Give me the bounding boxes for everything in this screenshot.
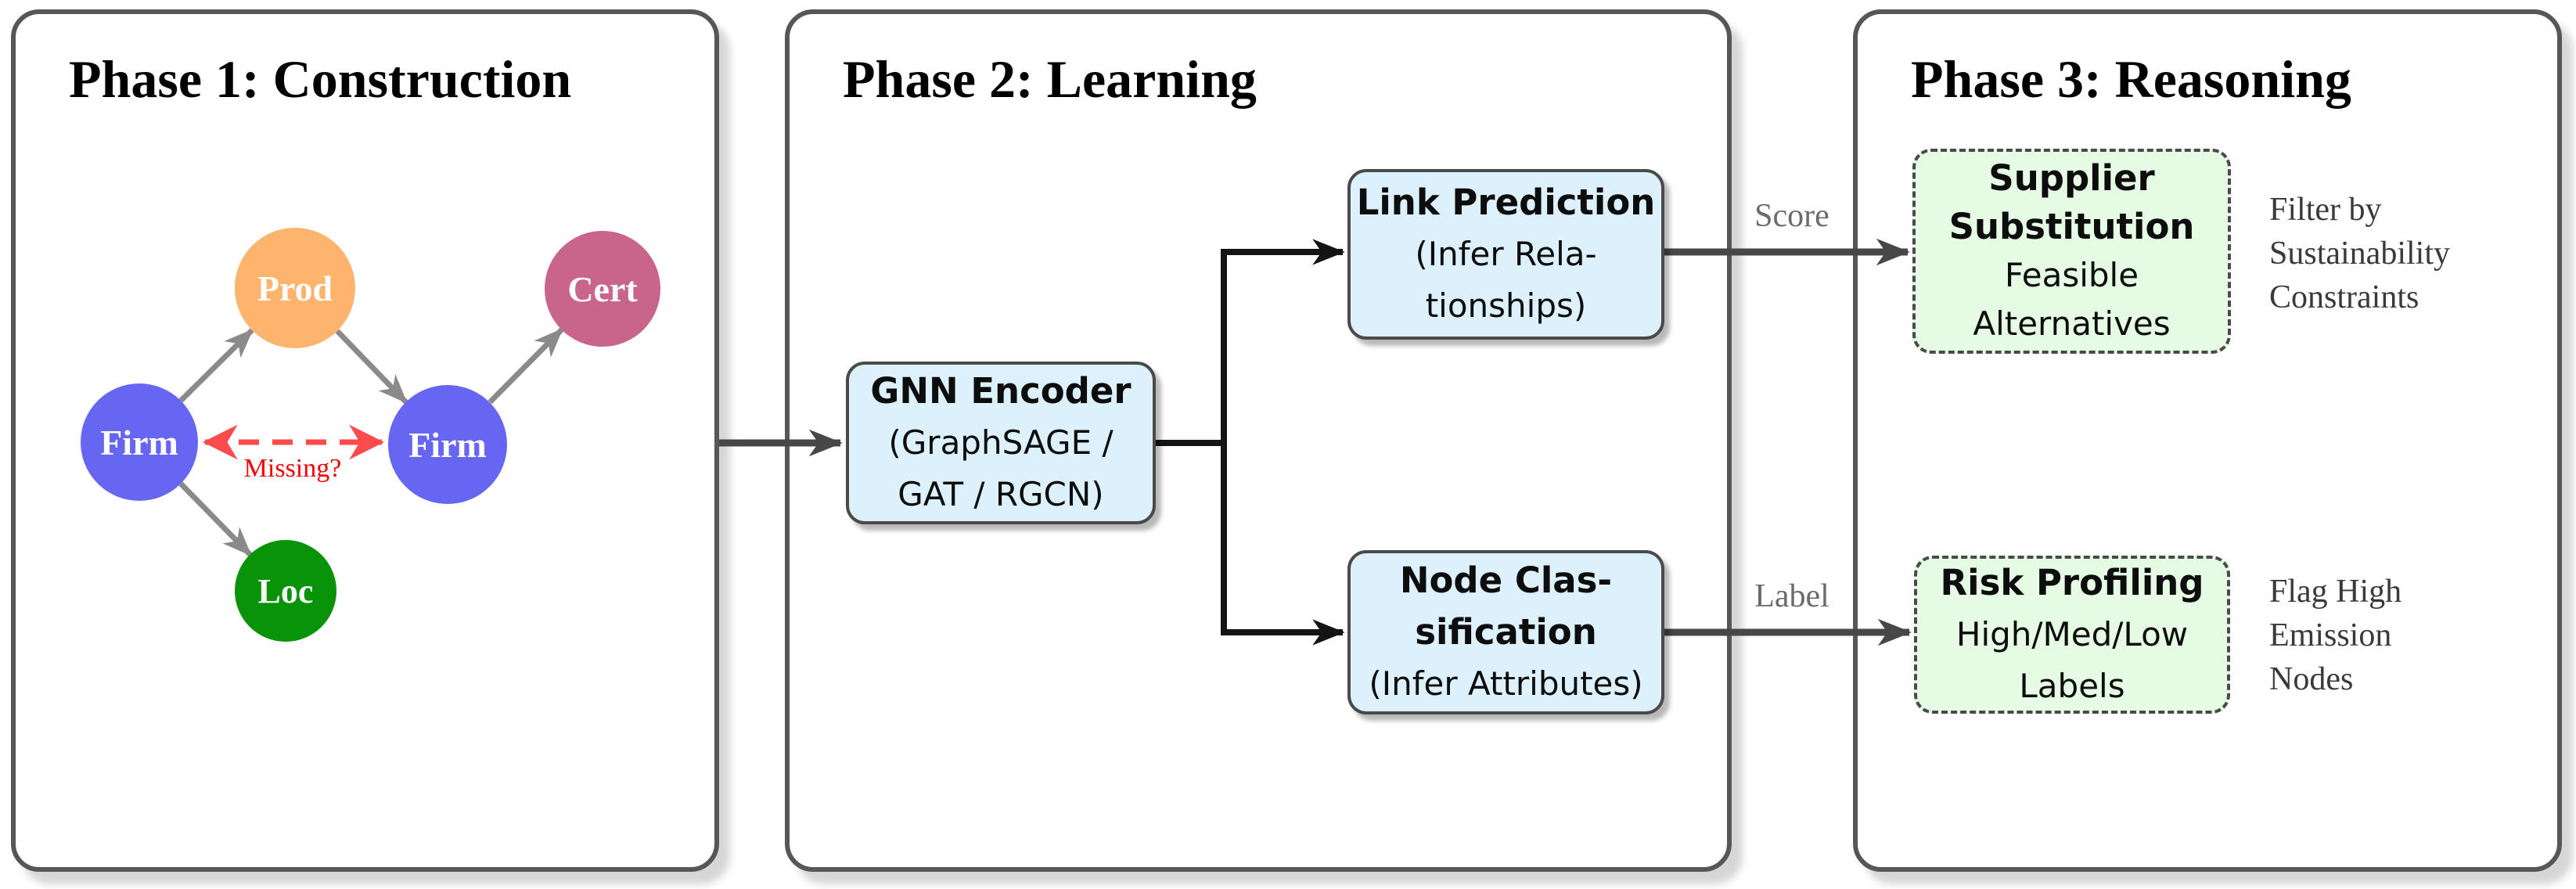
gnn-encoder-line2: (GraphSAGE / (888, 423, 1114, 462)
risk-profiling-line2: High/Med/Low (1955, 615, 2189, 653)
node-firm-right: Firm (388, 385, 507, 504)
risk-profiling-box: Risk Profiling High/Med/Low Labels (1914, 556, 2230, 714)
supplier-substitution-title1: Supplier (1988, 157, 2155, 199)
node-classification-line3: (Infer Attributes) (1369, 664, 1643, 703)
node-firm-left-label: Firm (100, 422, 178, 462)
phase3-title: Phase 3: Reasoning (1911, 49, 2351, 109)
risk-profiling-title: Risk Profiling (1940, 562, 2204, 603)
link-prediction-title: Link Prediction (1356, 182, 1656, 223)
node-prod-label: Prod (257, 268, 333, 308)
phase2-title: Phase 2: Learning (843, 49, 1257, 109)
node-firm-right-label: Firm (408, 424, 487, 465)
label-edge-label: Label (1754, 578, 1829, 614)
node-cert: Cert (545, 231, 660, 347)
supplier-substitution-line3: Feasible (2004, 256, 2139, 294)
node-loc: Loc (235, 540, 336, 642)
risk-profiling-line3: Labels (2019, 667, 2125, 705)
gnn-encoder-title: GNN Encoder (870, 370, 1131, 412)
supplier-substitution-line4: Alternatives (1973, 304, 2171, 343)
node-cert-label: Cert (567, 268, 638, 309)
phase1-title: Phase 1: Construction (69, 49, 572, 109)
score-edge-label: Score (1754, 198, 1829, 234)
node-classification-box: Node Clas- sification (Infer Attributes) (1347, 550, 1664, 714)
supplier-substitution-title2: Substitution (1948, 206, 2195, 247)
risk-note: Flag High Emission Nodes (2269, 570, 2527, 701)
supplier-substitution-box: Supplier Substitution Feasible Alternati… (1912, 149, 2231, 354)
node-classification-title2: sification (1415, 611, 1597, 653)
node-loc-label: Loc (257, 571, 314, 610)
link-prediction-line2: (Infer Rela- (1415, 235, 1597, 273)
missing-edge-label: Missing? (243, 454, 342, 483)
risk-note-line2: Emission (2269, 617, 2392, 653)
link-prediction-box: Link Prediction (Infer Rela- tionships) (1347, 169, 1664, 340)
node-firm-left: Firm (81, 383, 198, 501)
risk-note-line3: Nodes (2269, 661, 2354, 697)
node-classification-title1: Node Clas- (1399, 560, 1613, 601)
supplier-note: Filter by Sustainability Constraints (2269, 188, 2527, 319)
panel-phase3: Phase 3: Reasoning (1853, 9, 2562, 872)
supplier-note-line1: Filter by (2269, 192, 2382, 228)
gnn-encoder-line3: GAT / RGCN) (898, 475, 1104, 513)
gnn-encoder-box: GNN Encoder (GraphSAGE / GAT / RGCN) (846, 362, 1156, 524)
supplier-note-line2: Sustainability (2269, 236, 2450, 272)
supplier-note-line3: Constraints (2269, 279, 2419, 315)
node-prod: Prod (235, 228, 355, 348)
risk-note-line1: Flag High (2269, 574, 2402, 610)
link-prediction-line3: tionships) (1425, 286, 1587, 325)
